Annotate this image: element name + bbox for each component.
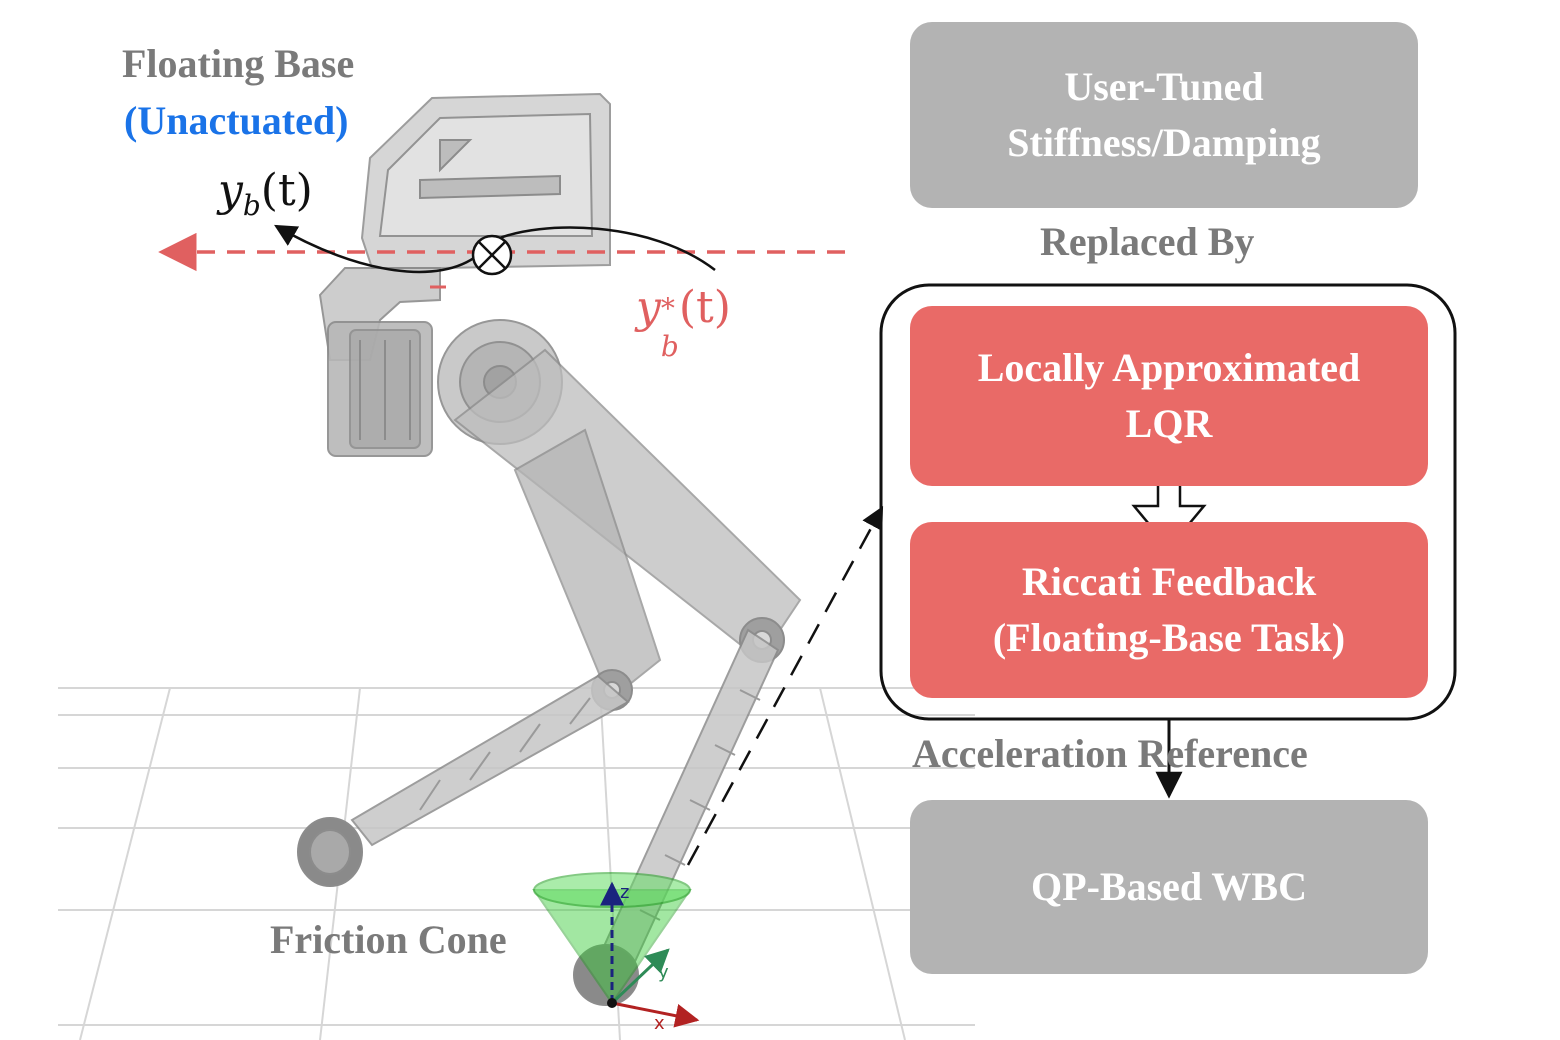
accel-ref-label: Acceleration Reference: [912, 731, 1308, 776]
desired-trajectory-superscript: *: [660, 292, 675, 325]
axis-x-arrow: [611, 1001, 700, 1028]
wbc-label: QP-Based WBC: [1031, 864, 1307, 909]
desired-pointer-curve: [494, 226, 716, 271]
ground-grid: [58, 687, 975, 1040]
robot-body: [297, 92, 802, 1006]
desired-trajectory-label: y* b(t): [636, 282, 731, 363]
axis-z-label: z: [620, 882, 630, 903]
floating-base-title: Floating Base: [122, 41, 355, 86]
wbc-box: QP-Based WBC: [910, 800, 1428, 974]
user-tuned-box: User-Tuned Stiffness/Damping: [910, 22, 1418, 208]
lqr-line1: Locally Approximated: [977, 345, 1361, 390]
friction-cone-label: Friction Cone: [270, 917, 507, 962]
com-symbol: [471, 234, 513, 276]
axis-y-label: y: [658, 962, 669, 983]
lqr-box: Locally Approximated LQR: [910, 306, 1428, 486]
actual-pointer-curve: [274, 224, 479, 274]
replaced-by-label: Replaced By: [1040, 219, 1255, 264]
riccati-line1: Riccati Feedback: [1021, 559, 1317, 604]
floating-base-note: (Unactuated): [124, 98, 349, 143]
user-tuned-line2: Stiffness/Damping: [1007, 120, 1321, 165]
feedback-pointer: [686, 506, 884, 866]
riccati-box: Riccati Feedback (Floating-Base Task): [910, 522, 1428, 698]
actual-trajectory-subscript: b: [242, 188, 261, 222]
lqr-line2: LQR: [1125, 401, 1213, 446]
riccati-line2: (Floating-Base Task): [992, 615, 1346, 660]
actual-trajectory-symbol: y: [218, 165, 243, 216]
axis-x-label: x: [654, 1013, 665, 1034]
desired-trajectory-arg: (t): [678, 282, 731, 333]
user-tuned-line1: User-Tuned: [1064, 64, 1264, 109]
actual-trajectory-label: yb(t): [218, 165, 313, 222]
desired-trajectory-symbol: y: [636, 282, 661, 333]
desired-trajectory-subscript: b: [660, 330, 679, 363]
axis-y-arrow: [610, 948, 670, 1005]
actual-trajectory-arg: (t): [260, 165, 313, 216]
